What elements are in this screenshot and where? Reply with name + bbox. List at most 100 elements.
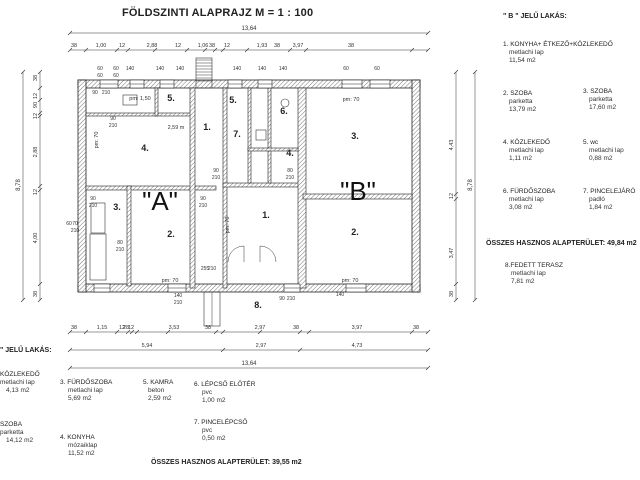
opening-label: 60 bbox=[97, 66, 103, 72]
opening-label: 140 bbox=[279, 66, 288, 72]
dim-tick bbox=[152, 47, 158, 53]
apt-a-room-7: 7. PINCELÉPCSŐ pvc 0,50 m2 bbox=[194, 419, 248, 442]
room-number: 6. bbox=[280, 106, 288, 116]
dim-tick bbox=[37, 281, 43, 287]
dim-tick bbox=[297, 347, 303, 353]
door-arc-1 bbox=[227, 245, 245, 263]
dim-tick bbox=[129, 329, 135, 335]
dim-left-label: 12 bbox=[33, 93, 39, 99]
dim-tick bbox=[37, 113, 43, 119]
plan-annotation: pm: 70 bbox=[225, 217, 231, 234]
opening-label: 90 bbox=[92, 90, 98, 96]
opening-label: 60 bbox=[374, 66, 380, 72]
plan-annotation: pm: 70 bbox=[162, 278, 179, 284]
wall-interior-h3 bbox=[222, 182, 304, 188]
sink bbox=[280, 98, 290, 108]
opening-label: 210 bbox=[71, 228, 80, 234]
room-number: 4. bbox=[286, 148, 294, 158]
apt-a-room-4: 4. KONYHA mózaiklap 11,52 m2 bbox=[60, 434, 98, 457]
dim-left-label: 4,00 bbox=[33, 233, 39, 244]
dim-tick bbox=[453, 69, 459, 75]
dim-right-label: 12 bbox=[449, 193, 455, 199]
dim-left-label: 90 bbox=[33, 102, 39, 108]
dim-left-label: 38 bbox=[33, 75, 39, 81]
room-number: 5. bbox=[167, 93, 175, 103]
room-number: 3. bbox=[351, 131, 359, 141]
toilet bbox=[255, 129, 267, 141]
dim-tick bbox=[67, 347, 73, 353]
dim-tick bbox=[67, 329, 73, 335]
dim-bottom-label: 38 bbox=[293, 325, 299, 331]
wall-top bbox=[77, 79, 421, 89]
opening-label: 210 bbox=[89, 203, 98, 209]
dim-tick bbox=[67, 47, 73, 53]
dim-left-label: 38 bbox=[33, 291, 39, 297]
wall-interior-v3 bbox=[222, 87, 228, 289]
dim-tick bbox=[212, 47, 218, 53]
dim-tick bbox=[20, 69, 26, 75]
dim-top-label: 1,00 bbox=[96, 43, 107, 49]
dim-tick bbox=[472, 69, 478, 75]
opening-label: 210 bbox=[199, 203, 208, 209]
opening-label: 255 bbox=[201, 266, 210, 272]
dim-left-total: 8,78 bbox=[16, 179, 22, 191]
dim-right-label: 38 bbox=[449, 291, 455, 297]
dim-tick bbox=[220, 47, 226, 53]
dim-tick bbox=[37, 110, 43, 116]
dim-left-label: 12 bbox=[33, 189, 39, 195]
opening-label: 140 bbox=[233, 66, 242, 72]
wall-interior-v1 bbox=[154, 87, 159, 117]
opening-label: 90 bbox=[110, 116, 116, 122]
dim-tick bbox=[220, 329, 226, 335]
dim-tick bbox=[472, 297, 478, 303]
dim-right-label: 3,47 bbox=[449, 248, 455, 259]
dim-tick bbox=[83, 329, 89, 335]
dim-bottom-label: 12 bbox=[119, 325, 125, 331]
dim-tick bbox=[257, 329, 263, 335]
plan-title: FÖLDSZINTI ALAPRAJZ M = 1 : 100 bbox=[122, 7, 314, 19]
dim-tick bbox=[114, 329, 120, 335]
dim-top-label: 12 bbox=[119, 43, 125, 49]
dim-tick bbox=[83, 47, 89, 53]
wall-interior-v2 bbox=[189, 87, 196, 289]
apt-b-room-5: 5. wc metlachi lap 0,88 m2 bbox=[583, 139, 624, 162]
opening-label: 210 bbox=[109, 123, 118, 129]
stair-outline bbox=[195, 57, 213, 89]
door-arc-2 bbox=[259, 245, 277, 263]
plan-annotation: 2,59 m bbox=[168, 125, 185, 131]
dim-tick bbox=[425, 47, 431, 53]
dim-tick bbox=[114, 47, 120, 53]
apt-b-total: ÖSSZES HASZNOS ALAPTERÜLET: 49,84 m2 bbox=[486, 240, 637, 247]
dim-tick bbox=[37, 297, 43, 303]
dim-bottom-label: 3,97 bbox=[352, 325, 363, 331]
dim-tick bbox=[202, 47, 208, 53]
opening-label: 210 bbox=[116, 247, 125, 253]
apt-a-room-1: KÖZLEKEDŐ metlachi lap 4,13 m2 bbox=[0, 371, 40, 394]
stove bbox=[122, 94, 138, 106]
room-number: 5. bbox=[229, 95, 237, 105]
room-number: 3. bbox=[113, 202, 121, 212]
opening-label: 90 bbox=[90, 196, 96, 202]
dim-bottom-label: 28 bbox=[123, 325, 129, 331]
apt-a-room-2: SZOBA parketta 14,12 m2 bbox=[0, 421, 34, 444]
dim-top-total: 13,64 bbox=[241, 26, 257, 32]
dim-tick bbox=[453, 281, 459, 287]
dim-tick bbox=[306, 329, 312, 335]
dim-left-label: 12 bbox=[33, 113, 39, 119]
opening-label: 210 bbox=[208, 266, 217, 272]
dim-bottom-label: 3,53 bbox=[169, 325, 180, 331]
plan-labels: 5.4.1.3.2.7.6.4.5.1.3.2.8."A""B"pm: 1,50… bbox=[16, 26, 474, 367]
dim-top-label: 38 bbox=[348, 43, 354, 49]
plan-annotation: pm: 1,50 bbox=[129, 96, 150, 102]
apt-b-room-6: 6. FÜRDŐSZOBA metlachi lap 3,08 m2 bbox=[503, 188, 556, 211]
bathtub bbox=[90, 202, 106, 234]
apt-a-room-6: 6. LÉPCSŐ ELŐTÉR pvc 1,00 m2 bbox=[194, 381, 256, 404]
room-number: 2. bbox=[167, 229, 175, 239]
plan-annotation: pm: 70 bbox=[342, 278, 359, 284]
dim-tick bbox=[453, 297, 459, 303]
wall-left bbox=[77, 79, 87, 293]
dim-tick bbox=[37, 85, 43, 91]
dim-tick bbox=[220, 347, 226, 353]
dim-tick bbox=[287, 47, 293, 53]
